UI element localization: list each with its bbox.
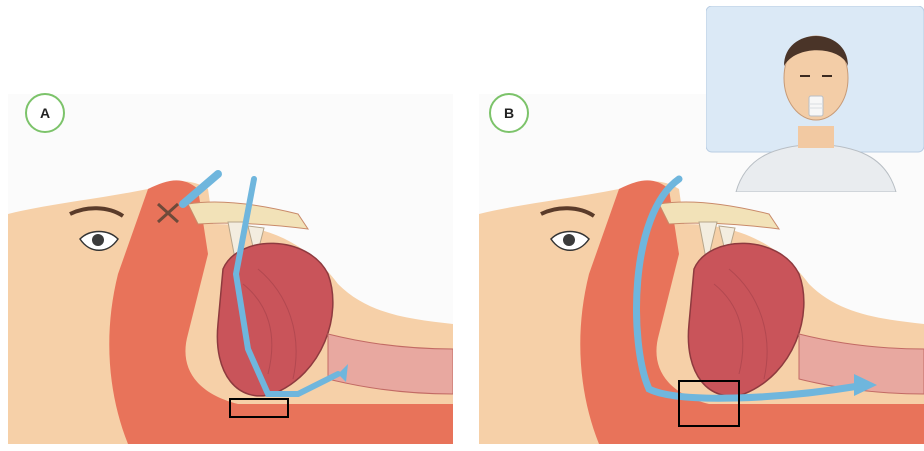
panel-a-illustration (8, 94, 453, 444)
mouth-tape-icon (809, 96, 823, 116)
panel-label-b: B (489, 93, 529, 133)
panel-label-a: A (25, 93, 65, 133)
sleeping-person-inset (706, 6, 924, 192)
head-cross-section-a (8, 94, 453, 444)
